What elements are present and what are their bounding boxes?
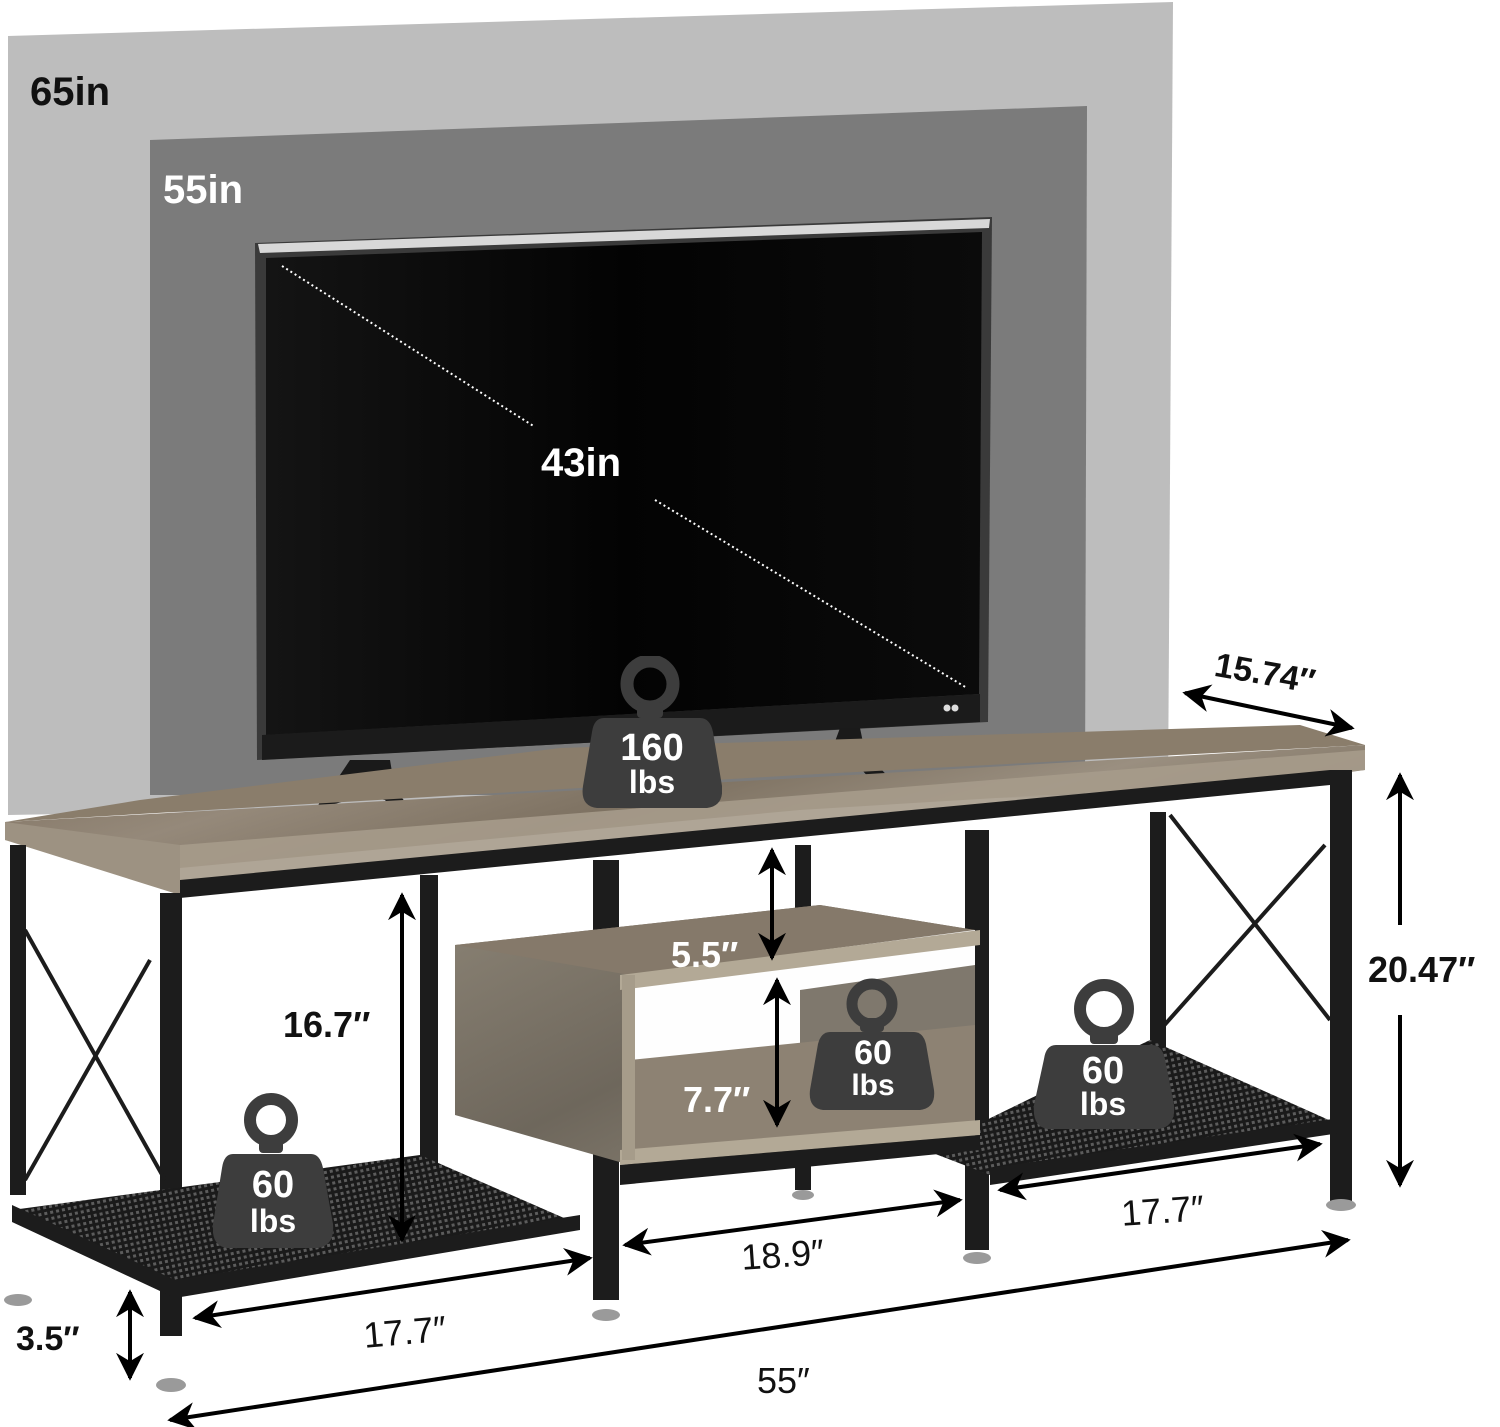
weight-badge-middle-shelf: 60 lbs — [808, 978, 958, 1128]
label-55in: 55in — [163, 168, 244, 212]
weight-badge-top: 160 lbs — [582, 656, 732, 808]
weight-icon — [1033, 979, 1175, 1129]
weight-icon — [213, 1093, 334, 1248]
weight-badge-left-shelf: 60 lbs — [213, 1092, 363, 1248]
dimension-arrows — [116, 684, 1414, 1427]
dimension-height: 20.47″ — [1368, 949, 1476, 990]
dimension-inner-height: 16.7″ — [283, 1004, 371, 1045]
dimension-right-shelf-width: 17.7″ — [1119, 1187, 1206, 1234]
dimension-upper-cubby: 5.5″ — [671, 934, 739, 975]
total-width-arrow — [167, 1229, 1351, 1427]
dimension-lower-cubby: 7.7″ — [683, 1079, 751, 1120]
dimension-center-width: 18.9″ — [739, 1231, 826, 1278]
dimension-leg-clearance: 3.5″ — [16, 1320, 80, 1358]
depth-arrow — [1182, 684, 1355, 737]
dimension-total-width: 55″ — [757, 1360, 810, 1401]
label-65in: 65in — [30, 70, 111, 114]
dimension-left-shelf-width: 17.7″ — [361, 1307, 448, 1356]
weight-badge-right-shelf: 60 lbs — [1028, 975, 1178, 1129]
weight-icon — [809, 978, 935, 1110]
right-shelf-width-arrow — [997, 1133, 1323, 1201]
weight-icon — [582, 656, 722, 808]
label-43in: 43in — [541, 441, 622, 485]
